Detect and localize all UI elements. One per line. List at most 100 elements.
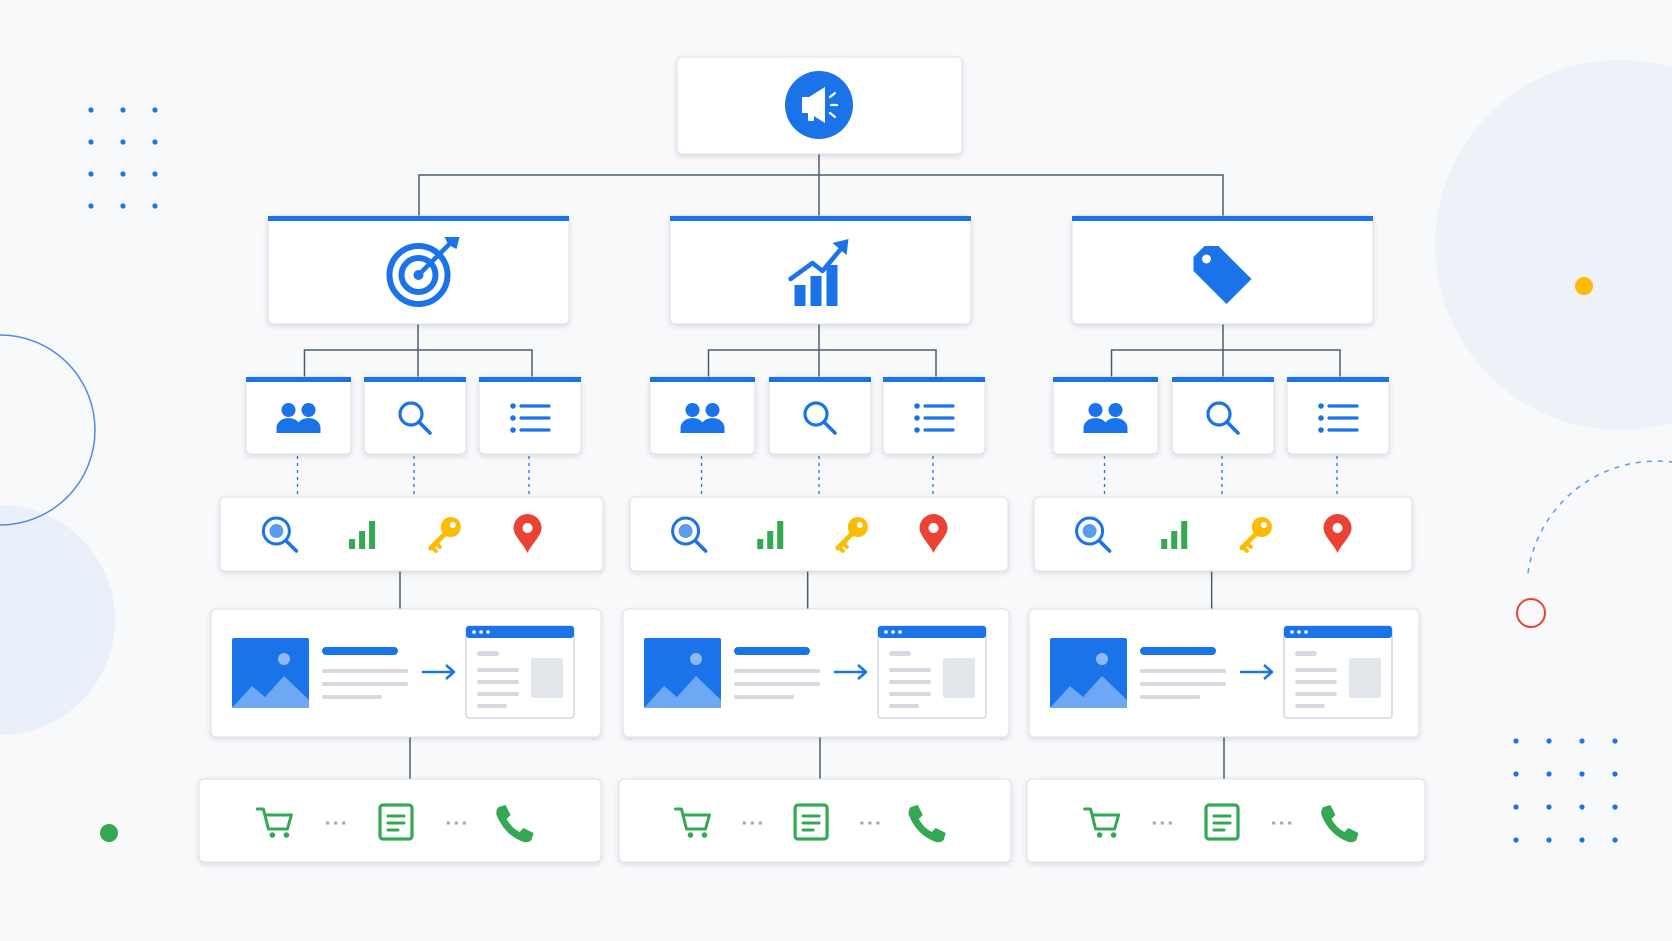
form-icon bbox=[1204, 803, 1240, 841]
ellipsis-dot bbox=[876, 821, 880, 825]
mountain-icon bbox=[644, 676, 721, 708]
category-column bbox=[1026, 215, 1426, 863]
grid-dot bbox=[1579, 738, 1585, 744]
browser-bar bbox=[1284, 626, 1392, 638]
browser-dot bbox=[891, 630, 895, 634]
grid-dot bbox=[1513, 804, 1519, 810]
target-icon bbox=[386, 237, 460, 307]
targeting-bar bbox=[1033, 496, 1413, 572]
ad-text-line bbox=[322, 682, 408, 686]
ad-text-line bbox=[1140, 695, 1200, 699]
browser-bar bbox=[878, 626, 986, 638]
search-icon bbox=[803, 401, 837, 435]
ellipsis-dot bbox=[860, 821, 864, 825]
arrow-head bbox=[445, 664, 456, 680]
grid-dot bbox=[88, 107, 94, 113]
search-circle-icon bbox=[1075, 516, 1112, 553]
ellipsis-dot bbox=[454, 821, 459, 825]
mountain-icon bbox=[232, 676, 309, 708]
ad-headline-placeholder bbox=[734, 647, 810, 655]
category-column bbox=[198, 215, 604, 863]
grid-dot bbox=[152, 107, 158, 113]
bg-dashed-arc bbox=[1527, 460, 1672, 574]
location-pin-icon bbox=[1323, 514, 1352, 553]
grid-dot bbox=[120, 107, 126, 113]
grid-dot bbox=[152, 139, 158, 145]
grid-dot bbox=[1513, 771, 1519, 777]
page-line bbox=[1295, 692, 1337, 696]
ellipsis-dot bbox=[333, 821, 338, 825]
location-pin-icon bbox=[513, 514, 542, 553]
sun-icon bbox=[1096, 653, 1108, 665]
bg-ring-left bbox=[0, 334, 96, 526]
search-circle-icon bbox=[261, 516, 299, 553]
ellipsis-dot bbox=[1271, 821, 1276, 825]
form-icon bbox=[378, 803, 414, 841]
phone-icon bbox=[496, 805, 534, 843]
ad-preview-card bbox=[210, 608, 602, 738]
arrow-head bbox=[1263, 664, 1274, 680]
bg-dot-yellow bbox=[1575, 277, 1593, 295]
ad-text-line bbox=[734, 669, 820, 673]
browser-dot bbox=[1304, 630, 1308, 634]
grid-dot bbox=[1612, 837, 1618, 843]
conversion-bar bbox=[618, 778, 1012, 863]
connector-category-branch bbox=[707, 349, 937, 378]
targeting-bar bbox=[629, 496, 1009, 572]
grid-dot bbox=[88, 171, 94, 177]
grid-dot bbox=[1513, 837, 1519, 843]
ellipsis-dot bbox=[758, 821, 763, 825]
grid-dot bbox=[120, 203, 126, 209]
key-icon bbox=[835, 517, 868, 553]
ad-headline-placeholder bbox=[1140, 647, 1216, 655]
page-line bbox=[1295, 680, 1337, 684]
ad-group-card bbox=[1052, 376, 1159, 455]
ellipsis-dot bbox=[1152, 821, 1157, 825]
bg-circle-right bbox=[1435, 60, 1672, 430]
background-decorations bbox=[0, 60, 1672, 843]
bar-chart-icon bbox=[757, 521, 784, 549]
growth-chart-icon bbox=[788, 239, 849, 306]
ellipsis-dot bbox=[868, 821, 872, 825]
connector-lines bbox=[296, 154, 1341, 779]
ad-preview-card bbox=[622, 608, 1010, 738]
browser-bar bbox=[466, 626, 574, 638]
diagram-nodes bbox=[198, 56, 1426, 863]
page-line bbox=[477, 680, 519, 684]
ad-group-card bbox=[478, 376, 582, 455]
page-line bbox=[1295, 651, 1317, 656]
page-line bbox=[477, 704, 507, 708]
location-pin-icon bbox=[919, 514, 948, 553]
page-line bbox=[477, 692, 519, 696]
people-icon bbox=[1083, 403, 1128, 433]
cart-icon bbox=[1083, 807, 1121, 838]
grid-dot bbox=[1513, 738, 1519, 744]
grid-dot bbox=[1546, 804, 1552, 810]
root-node bbox=[676, 56, 963, 155]
people-icon bbox=[276, 403, 321, 433]
ad-text-line bbox=[322, 669, 408, 673]
search-icon bbox=[1206, 401, 1240, 435]
list-icon bbox=[1318, 403, 1359, 433]
ellipsis-dot bbox=[1160, 821, 1165, 825]
bg-circle-left bbox=[0, 505, 115, 735]
browser-dot bbox=[1297, 630, 1301, 634]
grid-dot bbox=[1612, 804, 1618, 810]
arrow-head bbox=[857, 664, 868, 680]
ad-text-line bbox=[734, 695, 794, 699]
bar-chart-icon bbox=[349, 521, 376, 549]
grid-dot bbox=[152, 171, 158, 177]
grid-dot bbox=[1546, 837, 1552, 843]
search-circle-icon bbox=[671, 516, 708, 553]
bar-chart-icon bbox=[1161, 521, 1188, 549]
mountain-icon bbox=[1050, 676, 1127, 708]
ad-group-card bbox=[245, 376, 352, 455]
category-column bbox=[618, 215, 1012, 863]
page-image-placeholder bbox=[1349, 658, 1381, 698]
page-line bbox=[477, 668, 519, 672]
ad-group-card bbox=[1171, 376, 1275, 455]
grid-dot bbox=[1579, 771, 1585, 777]
grid-dot bbox=[88, 203, 94, 209]
browser-dot bbox=[486, 630, 490, 634]
browser-dot bbox=[472, 630, 476, 634]
